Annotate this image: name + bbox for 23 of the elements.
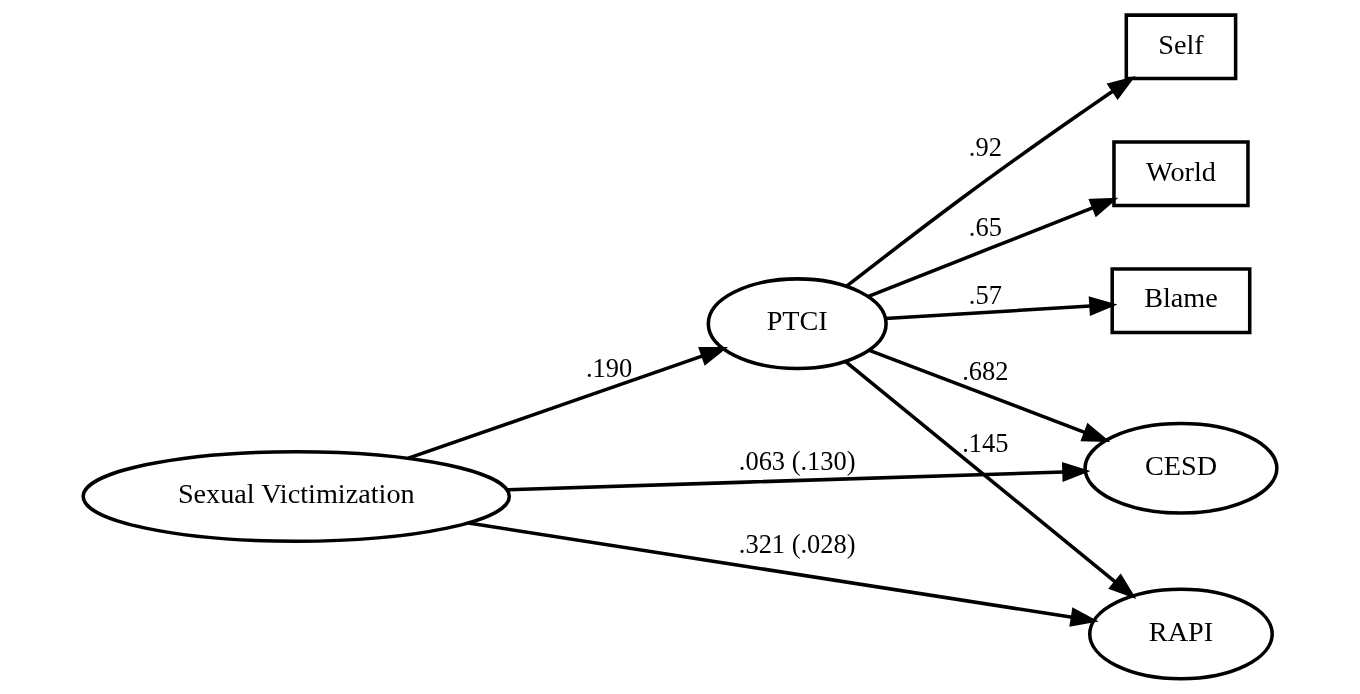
arrow (844, 360, 1137, 600)
edge-label: .682 (962, 356, 1009, 387)
node-ellipse: Sexual Victimization (81, 449, 512, 544)
node-box: Self (1124, 13, 1238, 81)
arrow (867, 197, 1119, 299)
edge-label: .063 (.130) (738, 446, 856, 477)
edge-label: .145 (962, 428, 1009, 459)
node-ellipse: RAPI (1087, 587, 1274, 681)
arrow (468, 521, 1099, 627)
arrow (845, 75, 1136, 288)
node-box: World (1112, 140, 1250, 208)
arrow (507, 462, 1091, 492)
edge-label: .57 (968, 280, 1002, 311)
edge-label: .92 (968, 132, 1002, 163)
edge-label: .190 (585, 352, 633, 383)
node-ellipse: CESD (1083, 421, 1279, 515)
edge-label: .65 (968, 211, 1002, 242)
node-ellipse: PTCI (706, 277, 888, 371)
arrow (407, 347, 729, 460)
arrow (868, 348, 1111, 443)
arrow (885, 296, 1118, 321)
edge-label: .321 (.028) (738, 528, 856, 559)
node-box: Blame (1110, 267, 1252, 335)
